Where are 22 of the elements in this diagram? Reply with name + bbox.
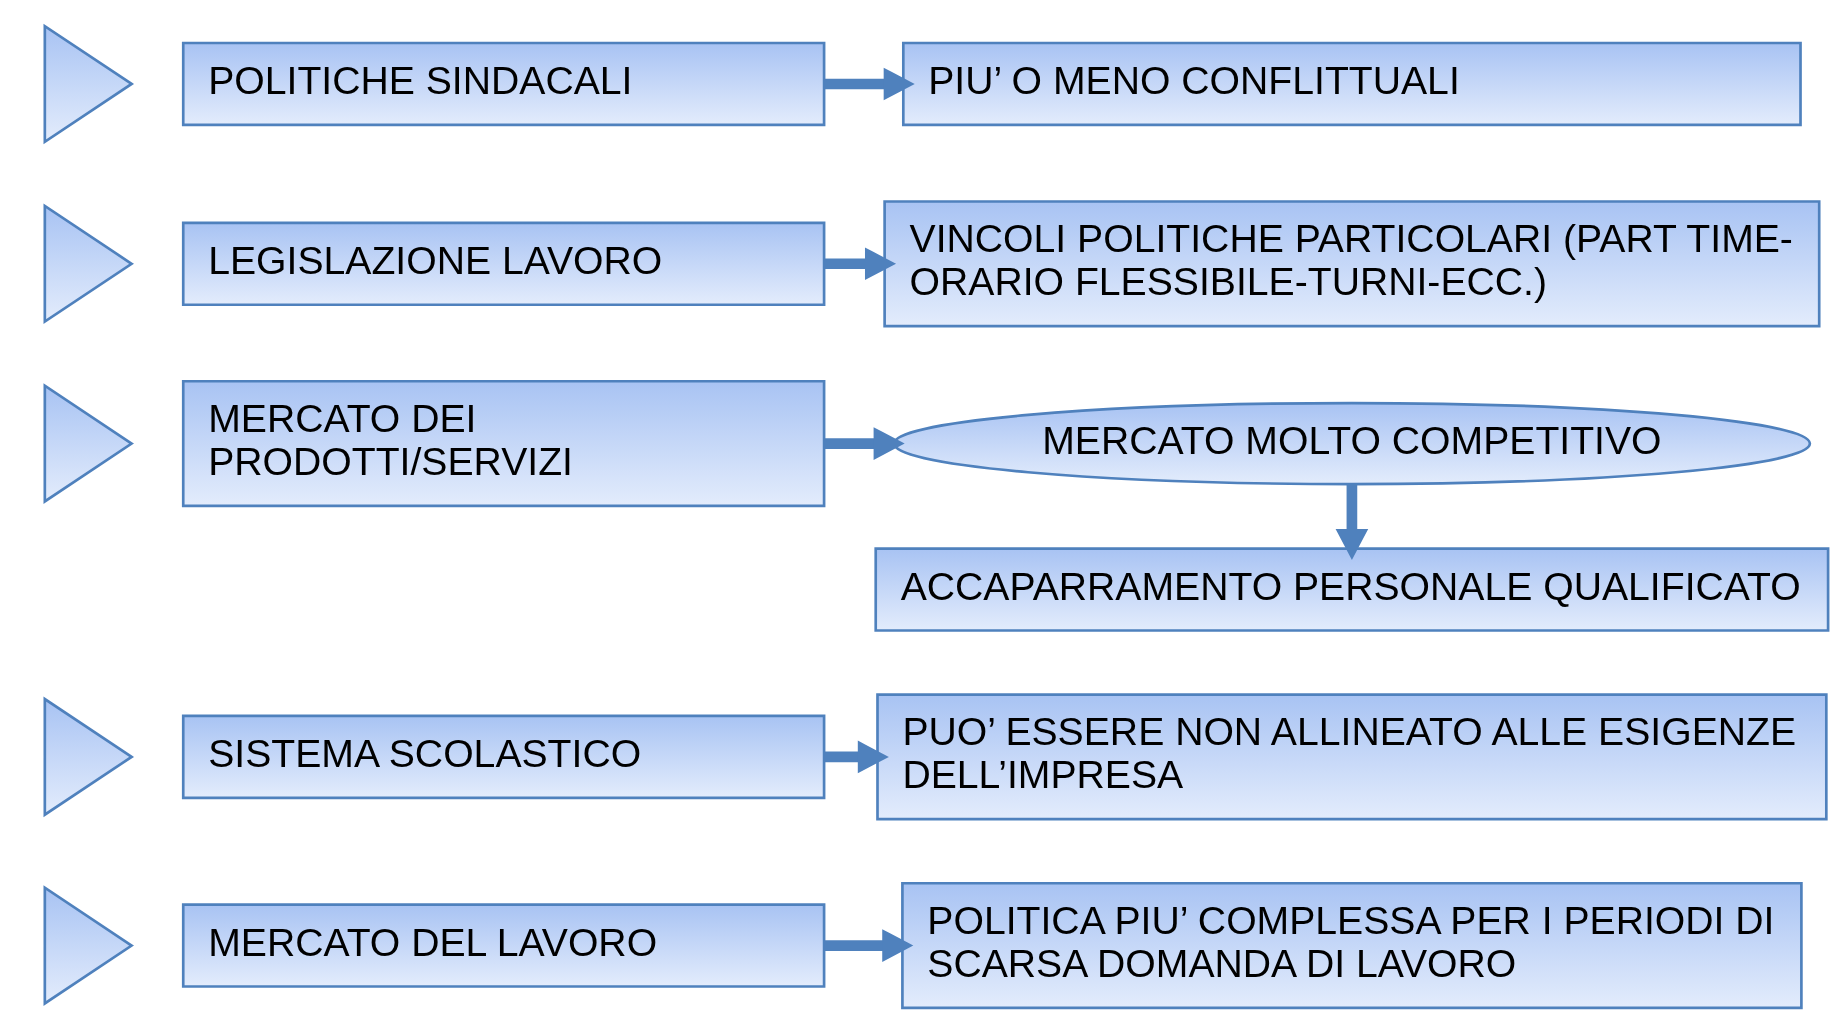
- node-box: VINCOLI POLITICHE PARTICOLARI (PART TIME-ORARIO FLESSIBILE-TURNI-ECC.): [883, 199, 1821, 327]
- node-box: LEGISLAZIONE LAVORO: [181, 221, 826, 306]
- node-box: ACCAPARRAMENTO PERSONALE QUALIFICATO: [874, 546, 1830, 632]
- node-box: POLITICA PIU’ COMPLESSA PER I PERIODI DI SCARSA DOMANDA DI LAVORO: [901, 881, 1803, 1009]
- node-box: POLITICHE SINDACALI: [181, 41, 826, 126]
- arrow: [824, 740, 889, 773]
- node-box: MERCATO DEI PRODOTTI/SERVIZI: [181, 379, 826, 507]
- node-triangle: [43, 884, 134, 1006]
- node-ellipse: MERCATO MOLTO COMPETITIVO: [892, 401, 1812, 485]
- arrow: [824, 67, 915, 100]
- arrow: [824, 246, 897, 280]
- arrow: [824, 928, 914, 962]
- node-triangle: [43, 23, 134, 144]
- node-box: PIU’ O MENO CONFLITTUALI: [901, 41, 1802, 126]
- node-triangle: [43, 382, 134, 504]
- arrow: [824, 426, 905, 460]
- node-triangle: [43, 696, 134, 817]
- node-box: SISTEMA SCOLASTICO: [181, 714, 826, 799]
- node-triangle: [43, 202, 134, 324]
- node-box: PUO’ ESSERE NON ALLINEATO ALLE ESIGENZE DELL’IMPRESA: [876, 692, 1828, 820]
- node-box: MERCATO DEL LAVORO: [181, 902, 826, 988]
- arrow: [1335, 484, 1369, 560]
